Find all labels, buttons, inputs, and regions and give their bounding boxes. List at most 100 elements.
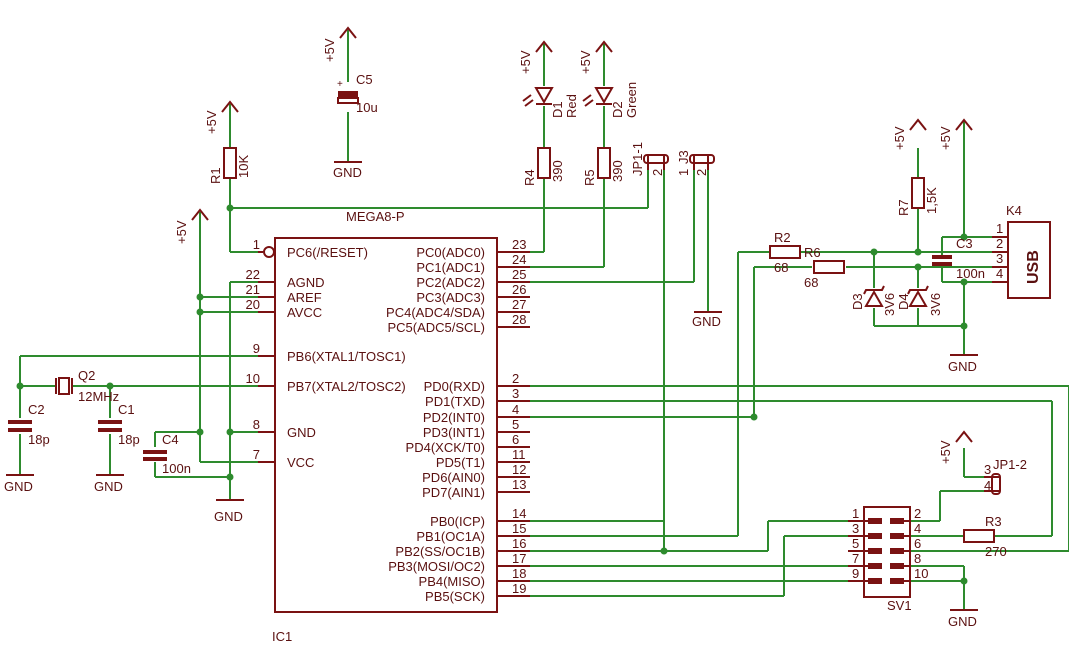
- ic1-pin-name: PB4(MISO): [419, 574, 485, 589]
- sv1-pin-number: 8: [914, 551, 921, 566]
- junction-dot: [196, 308, 204, 316]
- ground-label: GND: [692, 314, 721, 329]
- resistor-r3: R3 270: [963, 514, 1007, 559]
- component-name: Q2: [78, 368, 95, 383]
- component-value: Green: [624, 82, 639, 118]
- component-name: J3: [676, 150, 691, 164]
- sv1-pin-contact: [868, 548, 882, 554]
- sv1-pin-number: 10: [914, 566, 928, 581]
- sv1-pin-number: 6: [914, 536, 921, 551]
- junctions: [16, 204, 968, 585]
- sv1-pin-contact: [890, 578, 904, 584]
- jumper-jp1-2: JP1-2 3 4: [984, 457, 1027, 495]
- component-name: R4: [522, 169, 537, 186]
- component-name: D4: [896, 293, 911, 310]
- component-value: 100n: [162, 461, 191, 476]
- component-name: JP1-2: [993, 457, 1027, 472]
- supply-label: +5V: [578, 50, 593, 74]
- supply-label: +5V: [892, 126, 907, 150]
- sv1-pin-number: 4: [914, 521, 921, 536]
- component-value: 18p: [28, 432, 50, 447]
- ic1-pin-name: PD5(T1): [436, 455, 485, 470]
- usb-label: USB: [1025, 250, 1042, 284]
- sv1-pin-number: 7: [852, 551, 859, 566]
- jumper-j3: 1 J3 2: [676, 150, 715, 176]
- junction-dot: [960, 278, 968, 286]
- component-name: R1: [208, 167, 223, 184]
- ic1-pin-number: 8: [253, 417, 260, 432]
- component-name: JP1-1: [630, 142, 645, 176]
- component-name: C1: [118, 402, 135, 417]
- component-name: C5: [356, 72, 373, 87]
- sv1-pin-number: 2: [914, 506, 921, 521]
- component-value: 12MHz: [78, 389, 119, 404]
- ic1-pin-number: 5: [512, 417, 519, 432]
- ic1-pin-name: PC2(ADC2): [416, 275, 485, 290]
- junction-dot: [226, 428, 234, 436]
- component-value: 18p: [118, 432, 140, 447]
- ic1-pin-name: VCC: [287, 455, 314, 470]
- component-value: 68: [774, 260, 788, 275]
- polarity-label: +: [337, 79, 343, 90]
- resistor-r5: R5 390: [582, 147, 625, 186]
- led-d1: D1 Red: [522, 87, 579, 118]
- resistor-r1: R1 10K: [208, 147, 251, 184]
- capacitor-c3: C3 100n: [932, 236, 985, 281]
- ic1-pin-number: 12: [512, 462, 526, 477]
- ic1-name-label: IC1: [272, 629, 292, 644]
- pin-number: 4: [996, 266, 1003, 281]
- component-name: D3: [850, 293, 865, 310]
- junction-dot: [870, 248, 878, 256]
- component-value: 10K: [236, 155, 251, 178]
- zener-d4: D4 3V6: [896, 285, 943, 316]
- ground-label: GND: [948, 614, 977, 629]
- ic1-pin-name: PB7(XTAL2/TOSC2): [287, 379, 406, 394]
- component-name: C4: [162, 432, 179, 447]
- ic1-pin-number: 14: [512, 506, 526, 521]
- junction-dot: [960, 322, 968, 330]
- ic1-pin-number: 17: [512, 551, 526, 566]
- component-name: K4: [1006, 203, 1022, 218]
- component-name: C2: [28, 402, 45, 417]
- component-value: 10u: [356, 100, 378, 115]
- supply-label: +5V: [938, 440, 953, 464]
- ic1-pin-number: 9: [253, 341, 260, 356]
- ic1-body: [274, 237, 498, 613]
- supply-label: +5V: [174, 220, 189, 244]
- component-value: 390: [550, 160, 565, 182]
- ic1-left-pins: 1PC6(/RESET)22AGND21AREF20AVCC9PB6(XTAL1…: [246, 237, 406, 470]
- ic1-pin-name: PB3(MOSI/OC2): [388, 559, 485, 574]
- ic1-pin-name: PC1(ADC1): [416, 260, 485, 275]
- ic1-pin-number: 3: [512, 386, 519, 401]
- ic1-pin-name: PD0(RXD): [424, 379, 485, 394]
- junction-dot: [660, 547, 668, 555]
- supply-label: +5V: [204, 110, 219, 134]
- sv1-pin-contact: [890, 518, 904, 524]
- component-name: SV1: [887, 598, 912, 613]
- ic1-pin-name: PC0(ADC0): [416, 245, 485, 260]
- sv1-pin-contact: [868, 578, 882, 584]
- ic1-pin-name: AGND: [287, 275, 325, 290]
- ic1-pin-number: 26: [512, 282, 526, 297]
- capacitor-c5: + C5 10u: [337, 72, 378, 115]
- ground-label: GND: [4, 479, 33, 494]
- pin-number: 2: [694, 169, 709, 176]
- junction-dot: [914, 263, 922, 271]
- ic1-pin-number: 2: [512, 371, 519, 386]
- ic1-microcontroller: MEGA8-P IC1 1PC6(/RESET)22AGND21AREF20AV…: [246, 209, 530, 644]
- supply-symbols: +5V +5V +5V +5V +5V +5V +5V +5V GND GND …: [4, 26, 978, 629]
- sv1-pin-contact: [890, 533, 904, 539]
- ic1-pin-number: 24: [512, 252, 526, 267]
- junction-dot: [960, 233, 968, 241]
- component-name: C3: [956, 236, 973, 251]
- zener-d3: D3 3V6: [850, 285, 897, 316]
- pin-number: 3: [996, 251, 1003, 266]
- ic1-pin-name: PB2(SS/OC1B): [395, 544, 485, 559]
- capacitor-c4: C4 100n: [143, 432, 191, 476]
- resistor-r7: R7 1,5K: [896, 177, 939, 216]
- capacitor-c2: C2 18p: [8, 402, 50, 447]
- ground-label: GND: [948, 359, 977, 374]
- ic1-pin-name: AVCC: [287, 305, 322, 320]
- ic1-pin-number: 21: [246, 282, 260, 297]
- junction-dot: [226, 473, 234, 481]
